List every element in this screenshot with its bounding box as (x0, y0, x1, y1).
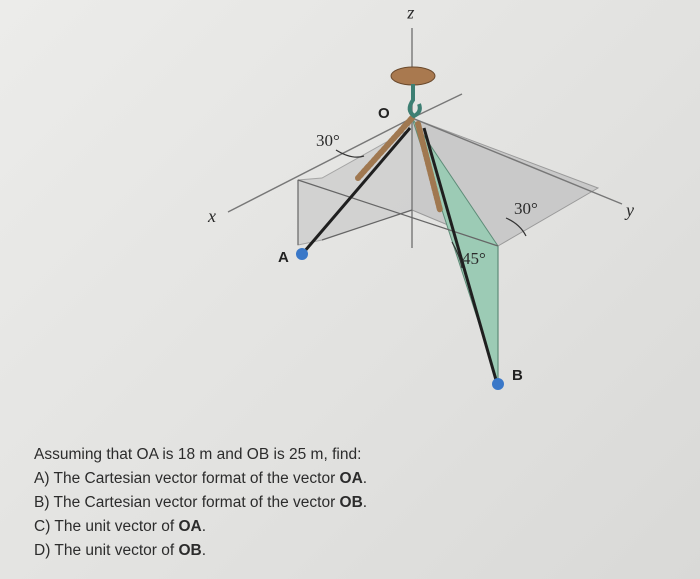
point-a-label: A (278, 249, 289, 266)
problem-item-c: C) The unit vector of OA. (34, 518, 207, 535)
origin-label: O (378, 105, 390, 122)
problem-item-b: B) The Cartesian vector format of the ve… (34, 494, 368, 511)
rope-ob (415, 121, 443, 213)
angle-label-oa: 30° (316, 131, 340, 150)
point-b-label: B (512, 367, 523, 384)
y-axis-label: y (624, 200, 634, 220)
problem-text: Assuming that OA is 18 m and OB is 25 m,… (34, 443, 554, 563)
rope-oa (355, 115, 415, 181)
construction-line-3 (321, 209, 413, 241)
x-axis-line (227, 117, 413, 213)
angle-label-ob-down: 45° (462, 249, 486, 268)
vector-ob (422, 127, 498, 381)
back-axis-line (411, 93, 463, 119)
x-axis-label: x (207, 206, 216, 226)
problem-item-d: D) The unit vector of OB. (34, 542, 207, 559)
angle-label-ob-plane: 30° (514, 199, 538, 218)
hook-icon (407, 84, 422, 119)
vector-oa (302, 127, 412, 253)
point-a-marker (296, 248, 308, 260)
anchor-block (390, 66, 436, 86)
angle-arc-30-right (505, 217, 527, 237)
angle-arc-45 (451, 241, 463, 269)
construction-line-1 (297, 179, 499, 247)
vector-diagram: z x y O A B 30° 30° 45° (207, 6, 634, 390)
problem-intro: Assuming that OA is 18 m and OB is 25 m,… (34, 446, 362, 463)
y-axis-line (411, 117, 623, 205)
z-axis-label: z (407, 6, 415, 26)
problem-item-a: A) The Cartesian vector format of the ve… (34, 470, 368, 487)
angle-arc-30-left (335, 149, 365, 158)
point-b-marker (492, 378, 504, 390)
